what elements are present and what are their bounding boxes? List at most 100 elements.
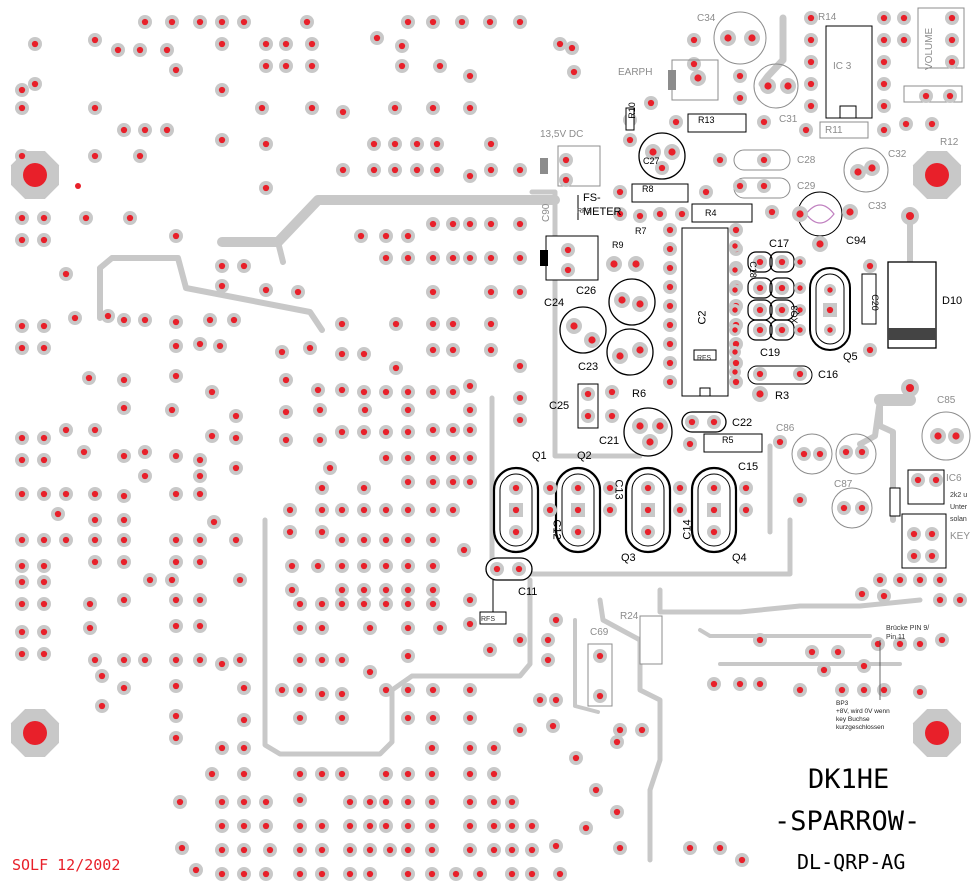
pad-drill xyxy=(756,680,764,688)
pad-drill xyxy=(126,214,134,222)
pad-drill xyxy=(240,744,248,752)
pad-drill xyxy=(760,118,768,126)
pad-drill xyxy=(278,348,286,356)
pad-drill xyxy=(232,536,240,544)
pad-drill xyxy=(536,696,544,704)
pad-drill xyxy=(288,586,296,594)
pad-drill xyxy=(834,648,842,656)
pad-drill xyxy=(338,562,346,570)
pad-drill xyxy=(120,558,128,566)
pad-drill xyxy=(552,696,560,704)
pad-drill xyxy=(294,288,302,296)
pad-drill xyxy=(428,798,436,806)
pad-drill xyxy=(694,74,702,82)
label-r6: R6 xyxy=(632,388,647,400)
pad-drill xyxy=(490,770,498,778)
pad-drill xyxy=(120,492,128,500)
pad-drill xyxy=(796,370,804,378)
cap-outline xyxy=(747,251,773,273)
label-c34: C34 xyxy=(697,13,716,24)
pad-drill xyxy=(433,140,441,148)
pad-drill xyxy=(932,476,940,484)
pad-drill xyxy=(296,686,304,694)
pad-drill xyxy=(62,270,70,278)
c32-outline xyxy=(843,147,889,193)
pad-drill xyxy=(382,770,390,778)
pad-drill xyxy=(192,866,200,874)
label-q4: Q4 xyxy=(732,552,747,564)
r8-body xyxy=(631,183,689,203)
pad-drill xyxy=(240,846,248,854)
pad-drill xyxy=(40,236,48,244)
pad-drill xyxy=(732,340,740,348)
label-c14: C14 xyxy=(681,519,694,540)
pad-drill xyxy=(778,284,786,292)
copper-trace xyxy=(275,239,286,265)
pad-drill xyxy=(429,600,437,608)
label-c27: C27 xyxy=(643,156,660,166)
pad-drill xyxy=(760,182,768,190)
pad-drill xyxy=(429,586,437,594)
pad-drill xyxy=(360,484,368,492)
pad-drill xyxy=(296,600,304,608)
pad-drill xyxy=(880,36,888,44)
pad-drill xyxy=(208,770,216,778)
key-resistor xyxy=(889,487,901,517)
pad-drill xyxy=(382,428,390,436)
pad-drill xyxy=(98,672,106,680)
pad-drill xyxy=(262,140,270,148)
pad-drill xyxy=(429,714,437,722)
pad-drill xyxy=(516,394,524,402)
pad-drill xyxy=(338,770,346,778)
pad-drill xyxy=(880,80,888,88)
pad-drill xyxy=(860,662,868,670)
pad-drill xyxy=(466,686,474,694)
pad-drill xyxy=(710,418,718,426)
pad-drill xyxy=(266,846,274,854)
pad-drill xyxy=(756,284,764,292)
pad-drill xyxy=(516,166,524,174)
pad-drill xyxy=(656,422,664,430)
pad-drill xyxy=(466,714,474,722)
pad-drill xyxy=(466,822,474,830)
label-c94: C94 xyxy=(846,235,867,247)
pad-drill xyxy=(860,686,868,694)
pad-drill xyxy=(314,562,322,570)
pad-drill xyxy=(644,528,652,536)
pad-drill xyxy=(487,140,495,148)
pad-drill xyxy=(91,36,99,44)
pad-drill xyxy=(296,822,304,830)
pad-drill xyxy=(916,640,924,648)
label-fs-1: FS- xyxy=(583,192,601,204)
pad-drill xyxy=(218,798,226,806)
label-c22: C22 xyxy=(732,417,753,429)
pad-drill xyxy=(360,600,368,608)
pad-drill xyxy=(308,62,316,70)
pad-drill xyxy=(610,260,618,268)
pad-drill xyxy=(85,374,93,382)
pad-drill xyxy=(486,18,494,26)
label-c18: C18 xyxy=(747,261,758,278)
pad-drill xyxy=(218,846,226,854)
pad-drill xyxy=(18,536,26,544)
pad-drill xyxy=(338,600,346,608)
pad-drill xyxy=(218,18,226,26)
pad-drill xyxy=(512,506,520,514)
pad-drill xyxy=(936,596,944,604)
pad-drill xyxy=(686,844,694,852)
pad-drill xyxy=(318,528,326,536)
pad-drill xyxy=(568,44,576,52)
pad-drill xyxy=(91,558,99,566)
pad-drill xyxy=(528,870,536,878)
pad-drill xyxy=(382,506,390,514)
pad-drill xyxy=(716,844,724,852)
pad-drill xyxy=(816,450,824,458)
label-c17: C17 xyxy=(769,238,790,250)
pad-drill xyxy=(40,214,48,222)
q5-inner xyxy=(815,273,845,345)
pad-drill xyxy=(574,528,582,536)
pad-drill xyxy=(80,448,88,456)
pad-drill xyxy=(62,426,70,434)
label-c2: C2 xyxy=(696,310,709,325)
bp3-note: BP3 +8V, wird 0V wenn key Buchse kurzges… xyxy=(836,700,890,732)
